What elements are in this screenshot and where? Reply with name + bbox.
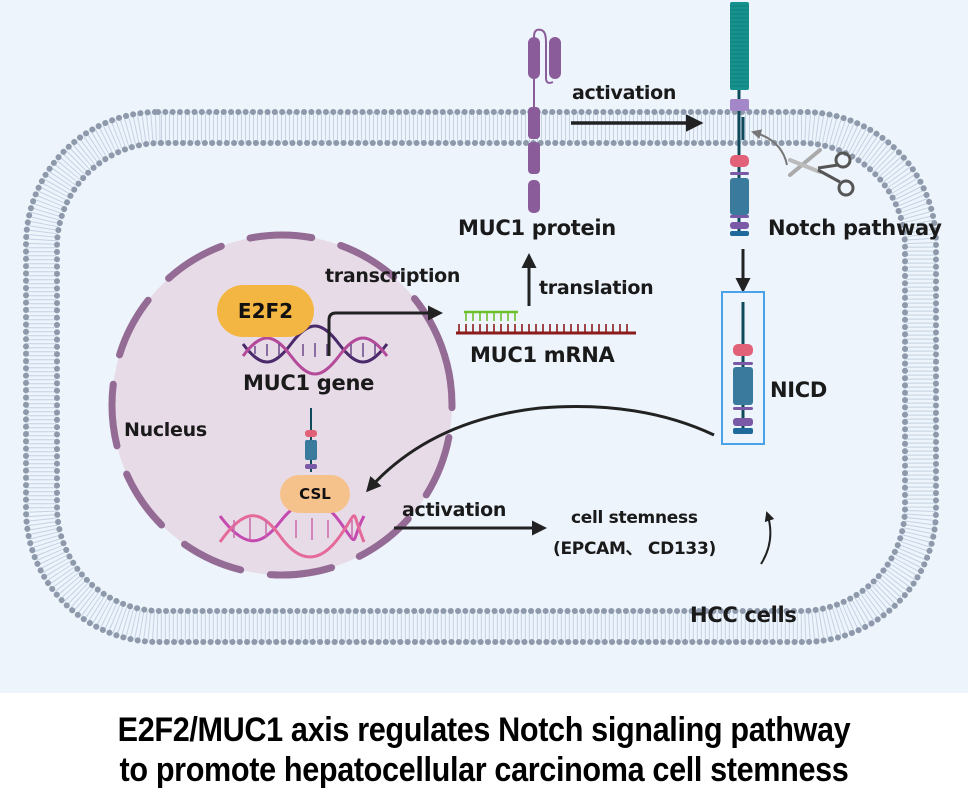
dna-icon	[241, 324, 389, 376]
hcc-cells-label: HCC cells	[690, 603, 797, 627]
muc1-gene-label: MUC1 gene	[243, 371, 375, 395]
caption-line-1: E2F2/MUC1 axis regulates Notch signaling…	[117, 711, 851, 749]
csl-pill: CSL	[280, 475, 350, 513]
figure-caption: E2F2/MUC1 axis regulates Notch signaling…	[0, 693, 968, 798]
transcription-arrow-icon	[327, 305, 443, 356]
diagram-canvas: E2F2 CSL activation MUC1 protein Notch p…	[0, 0, 968, 693]
cell-membrane-icon	[23, 109, 939, 645]
nicd-bound-icon	[305, 408, 317, 472]
muc1-protein-icon	[528, 28, 561, 213]
nicd-to-csl-arrow-icon	[366, 405, 715, 493]
translation-label: translation	[539, 277, 654, 299]
e2f2-pill: E2F2	[217, 285, 314, 337]
cell-stemness-label: cell stemness	[571, 508, 698, 528]
e2f2-label: E2F2	[237, 299, 294, 323]
scissors-icon	[788, 148, 855, 197]
upregulation-arrow-icon	[760, 511, 775, 565]
nicd-label: NICD	[770, 378, 828, 402]
muc1-protein-label: MUC1 protein	[458, 216, 616, 240]
nucleus-label: Nucleus	[124, 419, 207, 441]
nicd-icon	[721, 291, 765, 445]
notch-receptor-icon	[730, 2, 749, 236]
nucleus-icon	[108, 231, 456, 579]
mrna-icon	[456, 310, 636, 335]
csl-label: CSL	[299, 485, 331, 503]
activation-top-label: activation	[572, 82, 677, 104]
transcription-label: transcription	[325, 265, 461, 287]
activation-bottom-label: activation	[402, 499, 507, 521]
notch-pathway-label: Notch pathway	[768, 216, 942, 240]
muc1-mrna-label: MUC1 mRNA	[470, 343, 615, 367]
cleavage-arrow-icon	[751, 129, 788, 166]
stemness-markers-label: (EPCAM、 CD133)	[553, 539, 716, 559]
caption-line-2: to promote hepatocellular carcinoma cell…	[119, 751, 849, 789]
diagram-graphics	[23, 2, 939, 645]
